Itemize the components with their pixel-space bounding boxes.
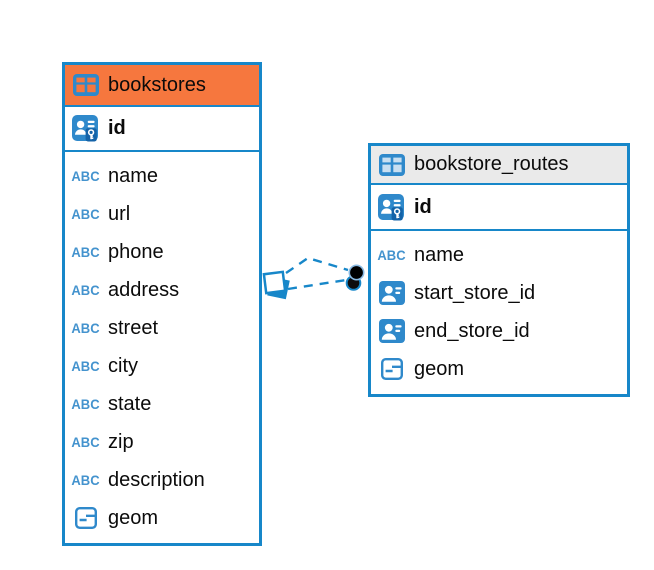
- table-name: bookstore_routes: [414, 153, 569, 175]
- column-row-address[interactable]: ABC address: [65, 271, 259, 309]
- text-type-icon: ABC: [71, 168, 100, 184]
- column-name: id: [414, 195, 432, 218]
- relation-marker-dots: [345, 264, 365, 291]
- column-name: address: [108, 278, 180, 301]
- column-row-state[interactable]: ABC state: [65, 385, 259, 423]
- column-row-geom[interactable]: geom: [371, 350, 627, 388]
- column-name: phone: [108, 240, 164, 263]
- user-key-icon: [378, 193, 405, 221]
- text-type-icon: ABC: [71, 282, 100, 298]
- geometry-type-icon: [72, 506, 99, 530]
- geometry-type-icon: [378, 357, 405, 381]
- table-name: bookstores: [108, 73, 206, 96]
- column-name: city: [108, 354, 138, 377]
- column-row-geom[interactable]: geom: [65, 499, 259, 537]
- table-bookstore-routes-header[interactable]: bookstore_routes: [371, 146, 627, 185]
- table-bookstore-routes[interactable]: bookstore_routes id ABC name: [368, 143, 630, 397]
- relation-marker-squares: [262, 270, 290, 300]
- table-bookstores[interactable]: bookstores id ABC name ABC url: [62, 62, 262, 546]
- user-card-icon: [378, 319, 405, 343]
- text-type-icon: ABC: [71, 206, 100, 222]
- text-type-icon: ABC: [71, 358, 100, 374]
- text-type-icon: ABC: [377, 247, 406, 263]
- table-grid-icon: [72, 74, 99, 96]
- column-name: id: [108, 117, 126, 139]
- table-bookstores-header[interactable]: bookstores: [65, 65, 259, 107]
- column-name: url: [108, 202, 131, 225]
- column-row-zip[interactable]: ABC zip: [65, 423, 259, 461]
- column-row-id[interactable]: id: [65, 107, 259, 152]
- column-row-id[interactable]: id: [371, 185, 627, 231]
- column-row-name[interactable]: ABC name: [371, 236, 627, 274]
- column-name: start_store_id: [414, 281, 536, 304]
- column-name: geom: [414, 357, 465, 380]
- column-name: geom: [108, 506, 159, 529]
- column-name: zip: [108, 430, 134, 453]
- column-row-end-store-id[interactable]: end_store_id: [371, 312, 627, 350]
- relation-line-upper: [285, 256, 349, 274]
- column-row-street[interactable]: ABC street: [65, 309, 259, 347]
- table-bookstores-columns: ABC name ABC url ABC phone ABC address A…: [65, 152, 259, 543]
- column-row-url[interactable]: ABC url: [65, 195, 259, 233]
- text-type-icon: ABC: [71, 396, 100, 412]
- column-name: name: [414, 243, 465, 266]
- column-row-name[interactable]: ABC name: [65, 157, 259, 195]
- table-grid-icon: [378, 153, 405, 176]
- column-name: name: [108, 164, 159, 187]
- text-type-icon: ABC: [71, 244, 100, 260]
- column-row-phone[interactable]: ABC phone: [65, 233, 259, 271]
- column-row-description[interactable]: ABC description: [65, 461, 259, 499]
- column-row-city[interactable]: ABC city: [65, 347, 259, 385]
- text-type-icon: ABC: [71, 434, 100, 450]
- text-type-icon: ABC: [71, 320, 100, 336]
- user-card-icon: [378, 281, 405, 305]
- column-name: description: [108, 468, 205, 491]
- user-key-icon: [72, 115, 99, 142]
- table-bookstore-routes-columns: ABC name start_store_id: [371, 231, 627, 394]
- relation-bookstore-routes-to-bookstores[interactable]: [262, 256, 365, 300]
- text-type-icon: ABC: [71, 472, 100, 488]
- column-name: state: [108, 392, 152, 415]
- column-name: street: [108, 316, 159, 339]
- relation-line-lower: [287, 278, 347, 291]
- column-name: end_store_id: [414, 319, 530, 342]
- column-row-start-store-id[interactable]: start_store_id: [371, 274, 627, 312]
